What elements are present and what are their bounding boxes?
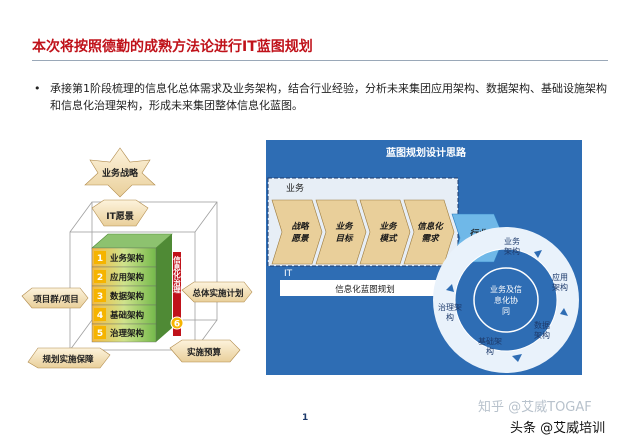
chevron-labels: 战略 愿景 业务 目标 业务 模式 信息化 需求: [290, 221, 444, 244]
cycle-arrow-icons: [446, 250, 568, 362]
chevron-label: 需求: [421, 233, 440, 244]
blueprint-design-panel: 蓝图规划设计思路 业务 战略 愿景 业务 目标 业务 模式 信息化 需求 行业 …: [266, 140, 582, 375]
chevron-label: 战略: [291, 221, 310, 232]
cycle-arrow-icon: [512, 354, 522, 362]
layer-labels: 业务架构 应用架构 数据架构 基础架构 治理架构: [109, 253, 145, 339]
implementation-assurance-shape: [27, 347, 111, 369]
layer-label-governance: 治理架构: [110, 328, 145, 339]
cycle-label-governance: 治理架: [438, 302, 462, 312]
page-title: 本次将按照德勤的成熟方法论进行IT蓝图规划: [32, 39, 313, 55]
it-blueprint-label: 信息化蓝图规划: [335, 284, 395, 295]
cycle-label-application: 应用: [552, 272, 568, 282]
layer-label-infrastructure: 基础架构: [109, 310, 145, 321]
cycle-label-governance: 构: [446, 312, 454, 322]
it-label: IT: [284, 269, 293, 279]
chevron-label: 信息化: [417, 221, 444, 232]
it-vision-shape: [91, 199, 149, 227]
architecture-cube-diagram: 业务战略 IT愿景 1 2 3 4 5: [21, 147, 253, 369]
cycle-ring-inner: [454, 248, 558, 352]
cycle-ring: [433, 227, 579, 373]
implementation-budget-shape: [169, 339, 241, 363]
cycle-arrow-icon: [446, 284, 454, 292]
cycle-arrow-icon: [534, 250, 542, 258]
it-vision-label: IT愿景: [106, 211, 134, 222]
layer-number: 1: [97, 254, 103, 264]
it-blueprint-bar: [280, 280, 450, 296]
business-strategy-label: 业务战略: [102, 167, 139, 179]
center-line2: 息化协: [494, 295, 518, 305]
overall-plan-shape: [181, 281, 253, 303]
center-line3: 同: [502, 307, 510, 316]
title-divider: [32, 60, 608, 61]
cycle-label-infrastructure: 基础架: [478, 336, 502, 346]
layer-label-application: 应用架构: [110, 272, 145, 283]
layer-number: 4: [97, 311, 103, 321]
cycle-label-business: 架构: [504, 246, 520, 256]
business-strategy-star: [84, 147, 156, 198]
layer-number: 2: [97, 273, 103, 283]
panel-header: 蓝图规划设计思路: [386, 146, 467, 159]
project-portfolio-shape: [21, 287, 89, 309]
layer-stack-side: [156, 234, 172, 342]
implementation-assurance-label: 规划实施保障: [42, 354, 94, 365]
cycle-arrow-icon: [560, 308, 568, 316]
chevron-label: 愿景: [290, 233, 310, 244]
governance-badge: [170, 316, 184, 330]
governance-red-bar: [173, 252, 181, 336]
page-number: 1: [302, 413, 309, 423]
chevron-label: 模式: [379, 233, 398, 244]
watermark-zhihu: 知乎 @艾威TOGAF: [478, 400, 592, 415]
layer-number: 3: [97, 292, 103, 302]
layer-label-data: 数据架构: [110, 291, 145, 302]
cycle-label-application: 架构: [552, 282, 568, 292]
cycle-label-data: 架构: [534, 330, 550, 340]
cycle-label-business: 业务: [504, 236, 520, 246]
watermark-toutiao: 头条 @艾威培训: [510, 421, 606, 436]
cycle-label-infrastructure: 构: [486, 346, 494, 356]
center-collaboration-circle: [473, 267, 539, 333]
governance-bar-label: 信息化治理: [172, 255, 181, 295]
bullet-text: 承接第1阶段梳理的信息化总体需求及业务架构，结合行业经验，分析未来集团应用架构、…: [50, 82, 607, 112]
cycle-labels: 业务 架构 应用 架构 数据 架构 基础架 构 治理架 构: [438, 236, 568, 356]
overall-plan-label: 总体实施计划: [192, 288, 243, 299]
business-label: 业务: [286, 182, 304, 194]
layer-stack-front: [91, 247, 157, 343]
governance-badge-number: 6: [174, 320, 180, 330]
implementation-budget-label: 实施预算: [187, 347, 222, 358]
bullet-marker: •: [34, 82, 41, 95]
project-portfolio-label: 项目群/项目: [33, 294, 79, 305]
chevron-label: 业务: [379, 221, 398, 232]
layer-number-badges: 1 2 3 4 5: [94, 251, 106, 339]
layer-label-business: 业务架构: [110, 253, 145, 264]
chevron-process: [271, 199, 455, 265]
cycle-label-data: 数据: [534, 320, 550, 330]
center-line1: 业务及信: [490, 284, 522, 294]
chevron-label: 业务: [335, 221, 354, 232]
chevron-label: 目标: [335, 233, 354, 244]
layer-number: 5: [97, 329, 103, 339]
